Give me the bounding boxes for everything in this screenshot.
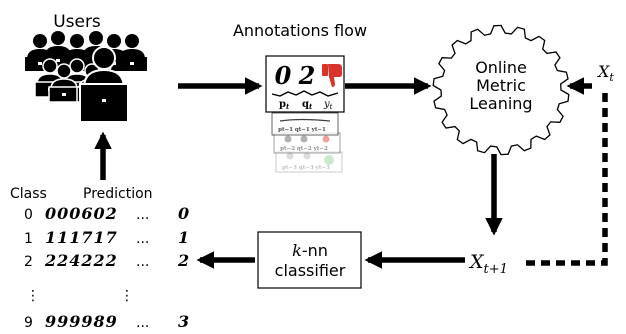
dashed-feedback-path <box>526 90 608 266</box>
class-number: 9 <box>24 315 33 331</box>
x-t-label: Xt <box>596 62 614 84</box>
knn-label-line2: classifier <box>275 261 346 280</box>
feedback-dot <box>324 155 334 165</box>
ellipsis: ... <box>136 315 149 331</box>
card-caption: pt−1 qt−1 yt−1 <box>278 127 326 133</box>
oml-label-line1: Online <box>475 58 527 77</box>
last-digit: 0 <box>178 204 189 223</box>
x-t1-label: Xt+1 <box>468 251 508 277</box>
knn-label-line1: k-nn <box>292 241 328 260</box>
stacked-card: pt−2 qt−2 yt−2 <box>273 132 341 154</box>
stacked-annotation-cards: pt−3 qt−3 yt−3 pt−2 qt−2 yt−2 pt−1 qt−1 … <box>271 112 343 173</box>
last-digit: 3 <box>178 312 189 331</box>
class-number: 2 <box>24 254 33 270</box>
vdots-class: ⋮ <box>26 288 40 304</box>
class-number: 0 <box>24 207 33 223</box>
oml-label-line2: Metric <box>476 76 526 95</box>
class-number: 1 <box>24 231 33 247</box>
online-metric-learning-gear: Online Metric Leaning <box>432 24 570 156</box>
class-row: 0 000602... 0 <box>24 204 189 223</box>
users-label: Users <box>53 12 101 32</box>
stacked-card: pt−1 qt−1 yt−1 <box>271 112 339 136</box>
ellipsis: ... <box>136 231 149 247</box>
last-digit: 2 <box>177 251 189 270</box>
class-row: 2 224222... 2 <box>24 251 189 270</box>
card-caption: pt−2 qt−2 yt−2 <box>280 146 328 152</box>
laptop-user-icon <box>79 46 129 123</box>
digit-q: 2 <box>298 61 316 90</box>
class-row: 1 111717... 1 <box>24 228 189 247</box>
vdots-prediction: ⋮ <box>120 288 134 304</box>
stacked-card: pt−3 qt−3 yt−3 <box>275 151 343 173</box>
predicted-digits: 111717 <box>45 228 118 247</box>
last-digit: 1 <box>178 228 189 247</box>
card-caption: pt−3 qt−3 yt−3 <box>282 165 330 171</box>
predicted-digits: 000602 <box>45 204 118 223</box>
class-row: 9 999989... 3 <box>24 312 189 331</box>
label-q: qt <box>302 99 313 111</box>
knn-classifier-box: k-nn classifier <box>257 231 362 289</box>
ellipsis: ... <box>136 254 149 270</box>
prediction-header: Prediction <box>83 186 153 202</box>
digit-p: 0 <box>275 61 292 90</box>
oml-label-line3: Leaning <box>469 94 532 113</box>
predicted-digits: 224222 <box>44 251 118 270</box>
ellipsis: ... <box>136 207 149 223</box>
users-icon <box>25 31 147 123</box>
annotation-card: 0 2 pt qt yt <box>265 55 345 113</box>
feedback-dot <box>322 135 330 143</box>
label-p: pt <box>279 99 290 111</box>
flow-arrows <box>94 77 592 269</box>
predicted-digits: 999989 <box>45 312 118 331</box>
label-y: yt <box>323 99 333 111</box>
class-header: Class <box>10 186 47 202</box>
thumbs-down-icon <box>322 64 342 87</box>
annotations-flow-label: Annotations flow <box>233 21 367 40</box>
